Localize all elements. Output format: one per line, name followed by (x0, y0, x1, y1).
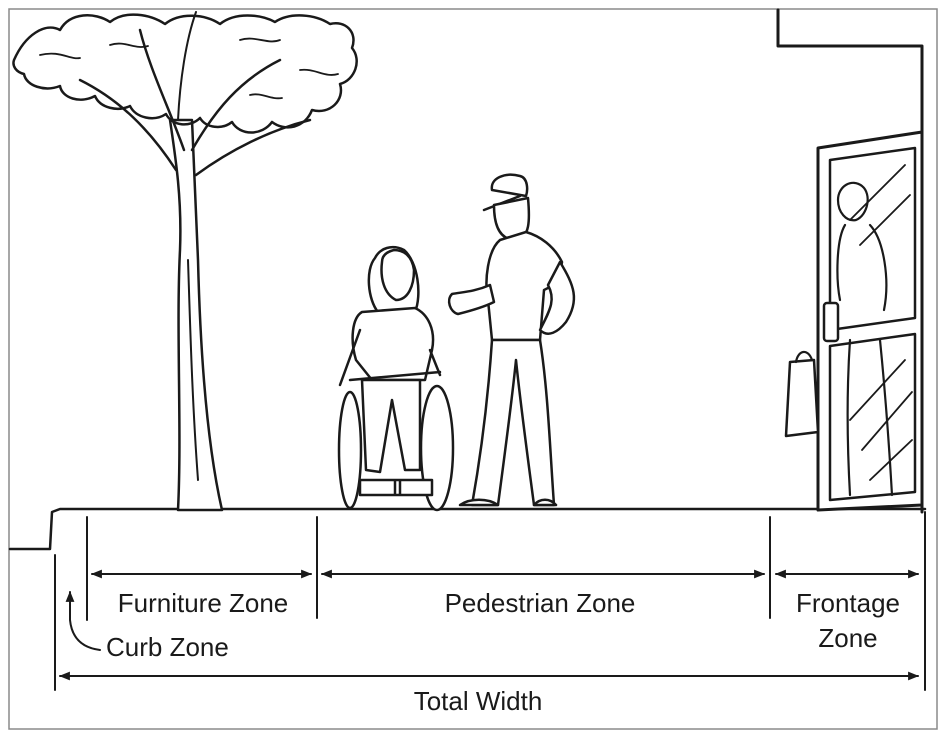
door-handle (824, 303, 838, 341)
wheelchair-user-icon (339, 247, 453, 510)
sidewalk-ground-line (10, 509, 925, 549)
shop-door-icon (818, 132, 922, 510)
pedestrian-zone-label: Pedestrian Zone (445, 588, 636, 618)
total-width-label: Total Width (414, 686, 543, 716)
frontage-zone-label-line1: Frontage (796, 588, 900, 618)
curb-zone-label: Curb Zone (106, 632, 229, 662)
curb-zone-pointer (70, 592, 100, 650)
furniture-zone-label: Furniture Zone (118, 588, 289, 618)
tree-icon (13, 12, 356, 510)
frontage-zone-label-line2: Zone (818, 623, 877, 653)
pedestrian-man-icon (449, 175, 574, 505)
